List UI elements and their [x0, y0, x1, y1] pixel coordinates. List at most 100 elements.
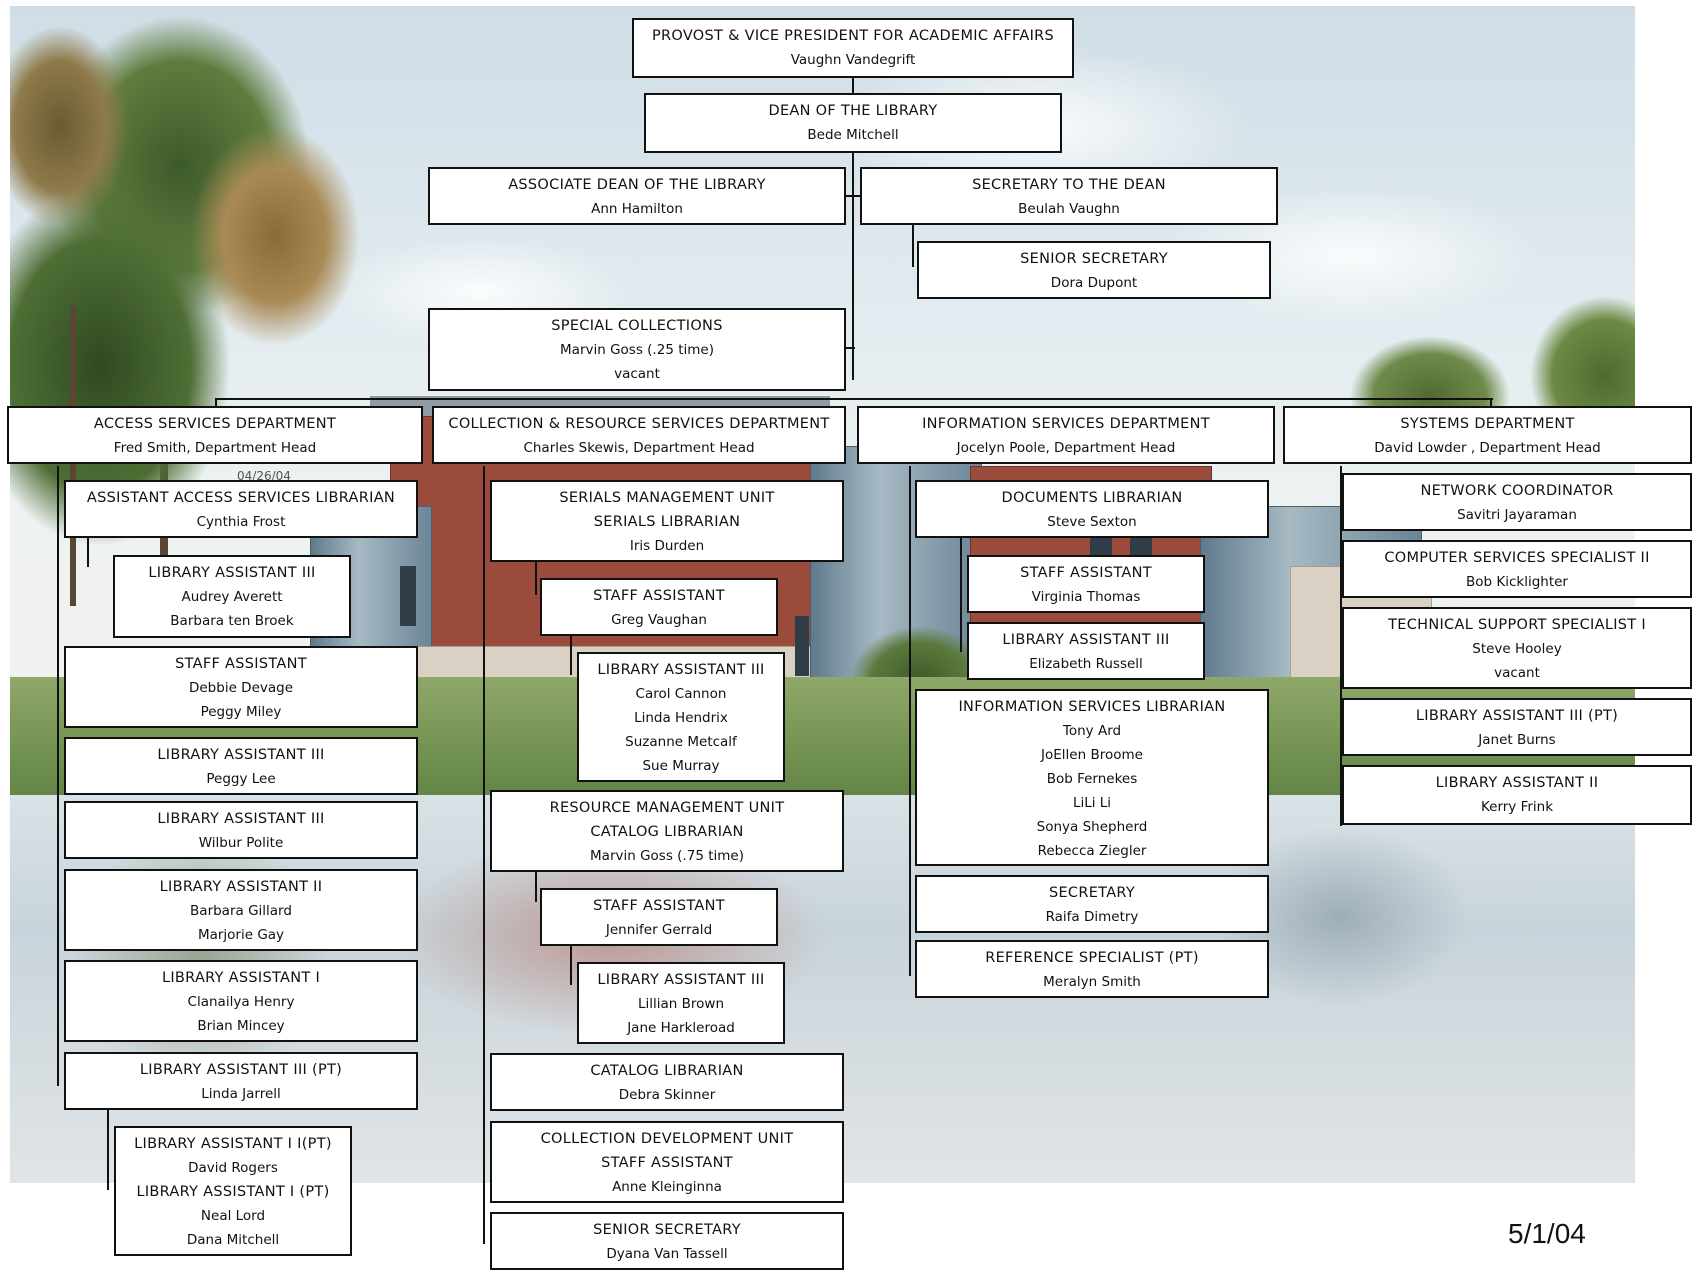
- box-name: Bob Fernekes: [1046, 771, 1138, 787]
- box-name: Elizabeth Russell: [1029, 656, 1143, 672]
- box-title: ASSISTANT ACCESS SERVICES LIBRARIAN: [86, 490, 396, 506]
- connector-line: [535, 560, 537, 595]
- box-title: SENIOR SECRETARY: [1020, 251, 1168, 267]
- box-title: COLLECTION & RESOURCE SERVICES DEPARTMEN…: [448, 416, 830, 432]
- systems-box: TECHNICAL SUPPORT SPECIALIST I Steve Hoo…: [1342, 607, 1692, 689]
- box-name: Dora Dupont: [1050, 275, 1138, 291]
- access-box: LIBRARY ASSISTANT III Peggy Lee: [64, 737, 418, 795]
- chart-date: 5/1/04: [1508, 1218, 1586, 1249]
- box-name: Sonya Shepherd: [1036, 819, 1148, 835]
- box-name: David Lowder , Department Head: [1374, 440, 1601, 456]
- connector-line: [535, 870, 537, 902]
- box-title: LIBRARY ASSISTANT III: [148, 565, 316, 581]
- box-name: vacant: [1494, 665, 1540, 681]
- box-title: LIBRARY ASSISTANT III: [1002, 632, 1170, 648]
- box-name: Barbara ten Broek: [170, 613, 294, 629]
- box-name: Fred Smith, Department Head: [113, 440, 317, 456]
- box-name: Kerry Frink: [1480, 799, 1554, 815]
- box-title: INFORMATION SERVICES LIBRARIAN: [958, 699, 1226, 715]
- box-name: Peggy Lee: [206, 771, 276, 787]
- box-name: Dyana Van Tassell: [606, 1246, 728, 1262]
- connector-line: [1340, 466, 1342, 826]
- box-name: JoEllen Broome: [1041, 747, 1143, 763]
- box-title: ACCESS SERVICES DEPARTMENT: [93, 416, 337, 432]
- box-name: Wilbur Polite: [198, 835, 284, 851]
- access-box: LIBRARY ASSISTANT III (PT) Linda Jarrell: [64, 1052, 418, 1110]
- box-title: LIBRARY ASSISTANT I (PT): [136, 1184, 330, 1200]
- box-title: RESOURCE MANAGEMENT UNIT: [549, 800, 785, 816]
- box-title: LIBRARY ASSISTANT I I(PT): [134, 1136, 332, 1152]
- systems-box: COMPUTER SERVICES SPECIALIST II Bob Kick…: [1342, 540, 1692, 598]
- box-subtitle: STAFF ASSISTANT: [601, 1155, 733, 1171]
- collection-box: RESOURCE MANAGEMENT UNIT CATALOG LIBRARI…: [490, 790, 844, 872]
- box-title: INFORMATION SERVICES DEPARTMENT: [922, 416, 1210, 432]
- access-box: LIBRARY ASSISTANT I Clanailya Henry Bria…: [64, 960, 418, 1042]
- box-name: Vaughn Vandegrift: [790, 52, 916, 68]
- box-title: SYSTEMS DEPARTMENT: [1400, 416, 1575, 432]
- box-title: LIBRARY ASSISTANT III: [597, 972, 765, 988]
- dean-box: DEAN OF THE LIBRARY Bede Mitchell: [644, 93, 1062, 153]
- connector-line: [912, 225, 914, 267]
- info-box: INFORMATION SERVICES LIBRARIAN Tony Ard …: [915, 689, 1269, 866]
- box-name: LiLi Li: [1072, 795, 1112, 811]
- box-title: LIBRARY ASSISTANT II: [159, 879, 323, 895]
- box-title: SERIALS MANAGEMENT UNIT: [559, 490, 775, 506]
- collection-resource-dept-box: COLLECTION & RESOURCE SERVICES DEPARTMEN…: [432, 406, 846, 464]
- box-title: STAFF ASSISTANT: [1020, 565, 1152, 581]
- box-name: Raifa Dimetry: [1045, 909, 1139, 925]
- box-title: STAFF ASSISTANT: [175, 656, 307, 672]
- collection-box: STAFF ASSISTANT Greg Vaughan: [540, 578, 778, 636]
- box-title: LIBRARY ASSISTANT III: [597, 662, 765, 678]
- box-name: Dana Mitchell: [186, 1232, 280, 1248]
- box-title: LIBRARY ASSISTANT III (PT): [139, 1062, 343, 1078]
- systems-box: LIBRARY ASSISTANT III (PT) Janet Burns: [1342, 698, 1692, 756]
- collection-box: CATALOG LIBRARIAN Debra Skinner: [490, 1053, 844, 1111]
- box-name: Marvin Goss (.25 time): [560, 342, 714, 358]
- access-box: LIBRARY ASSISTANT II Barbara Gillard Mar…: [64, 869, 418, 951]
- box-name: David Rogers: [188, 1160, 278, 1176]
- access-box: LIBRARY ASSISTANT III Wilbur Polite: [64, 801, 418, 859]
- box-name: Jennifer Gerrald: [605, 922, 713, 938]
- box-name: Steve Sexton: [1047, 514, 1137, 530]
- connector-line: [845, 347, 855, 349]
- box-title: SPECIAL COLLECTIONS: [551, 318, 723, 334]
- box-name: Peggy Miley: [200, 704, 282, 720]
- box-name: Greg Vaughan: [611, 612, 707, 628]
- connector-line: [57, 466, 59, 1086]
- information-services-dept-box: INFORMATION SERVICES DEPARTMENT Jocelyn …: [857, 406, 1275, 464]
- box-name: Charles Skewis, Department Head: [523, 440, 755, 456]
- collection-box: LIBRARY ASSISTANT III Carol Cannon Linda…: [577, 652, 785, 782]
- connector-line: [909, 466, 911, 976]
- access-box: LIBRARY ASSISTANT III Audrey Averett Bar…: [113, 555, 351, 638]
- box-name: Debbie Devage: [188, 680, 294, 696]
- box-title: TECHNICAL SUPPORT SPECIALIST I: [1388, 617, 1646, 633]
- box-name: vacant: [614, 366, 660, 382]
- systems-box: LIBRARY ASSISTANT II Kerry Frink: [1342, 765, 1692, 825]
- box-name: Anne Kleinginna: [612, 1179, 722, 1195]
- box-name: Lillian Brown: [637, 996, 725, 1012]
- box-title: DOCUMENTS LIBRARIAN: [1001, 490, 1183, 506]
- collection-box: LIBRARY ASSISTANT III Lillian Brown Jane…: [577, 962, 785, 1044]
- box-name: Iris Durden: [629, 538, 705, 554]
- box-name: Savitri Jayaraman: [1457, 507, 1577, 523]
- box-title: SECRETARY TO THE DEAN: [972, 177, 1166, 193]
- box-title: STAFF ASSISTANT: [593, 898, 725, 914]
- box-name: Linda Hendrix: [634, 710, 728, 726]
- connector-line: [845, 195, 861, 197]
- box-name: Brian Mincey: [197, 1018, 285, 1034]
- info-box: LIBRARY ASSISTANT III Elizabeth Russell: [967, 622, 1205, 680]
- collection-box: SENIOR SECRETARY Dyana Van Tassell: [490, 1212, 844, 1270]
- senior-secretary-box: SENIOR SECRETARY Dora Dupont: [917, 241, 1271, 299]
- box-name: Suzanne Metcalf: [625, 734, 737, 750]
- box-name: Audrey Averett: [181, 589, 283, 605]
- connector-line: [215, 398, 1493, 400]
- systems-dept-box: SYSTEMS DEPARTMENT David Lowder , Depart…: [1283, 406, 1692, 464]
- connector-line: [852, 78, 854, 380]
- box-title: LIBRARY ASSISTANT I: [161, 970, 321, 986]
- box-name: Jocelyn Poole, Department Head: [956, 440, 1176, 456]
- box-name: Marvin Goss (.75 time): [590, 848, 744, 864]
- connector-line: [483, 466, 485, 1244]
- box-name: Janet Burns: [1478, 732, 1556, 748]
- box-title: LIBRARY ASSISTANT III: [157, 811, 325, 827]
- box-name: Ann Hamilton: [591, 201, 683, 217]
